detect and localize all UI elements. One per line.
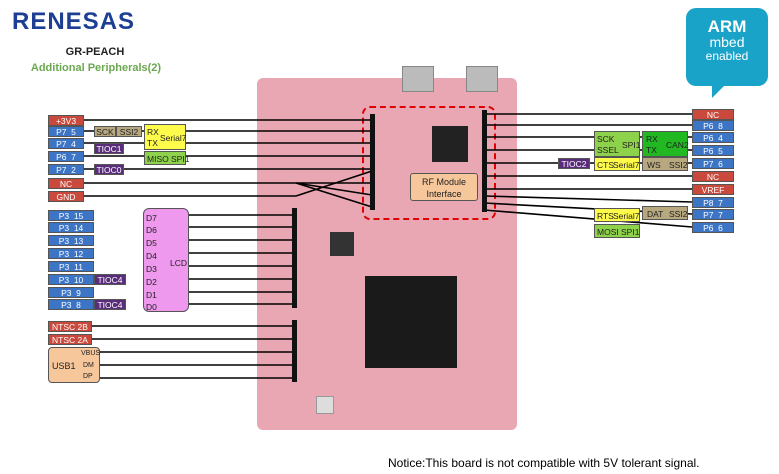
pin-label: NTSC 2B [48,321,92,332]
func-label: MOSI [597,227,619,237]
func-label: TX [646,145,657,155]
pin-label: P6_8 [692,120,734,131]
reset-button-icon [316,396,334,414]
func-label: TX [147,138,158,148]
pin-label: NTSC 2A [48,334,92,345]
pin-label: P6_4 [692,132,734,143]
lcd-data-label: D4 [146,251,157,261]
func-label: CTS [597,160,614,170]
func-label: TIOC1 [94,143,124,154]
pin-label: P3_15 [48,210,94,221]
chip-icon [330,232,354,256]
pin-label: P7_6 [692,158,734,169]
page-subtitle: Additional Peripherals(2) [30,62,162,74]
ssi2-box-right-2: DAT SSI2 [642,206,688,220]
pin-label: P3_13 [48,235,94,246]
can2-box: RX TX CAN2 [642,131,689,157]
lcd-data-label: D5 [146,238,157,248]
badge-tail [712,84,726,98]
func-label: RX [147,127,159,137]
pin-label: NC [692,109,734,120]
func-label: SSI2 [116,126,142,137]
ssi2-box-right: WS SSI2 [642,157,688,171]
lcd-data-label: D0 [146,302,157,312]
pin-label: P6_7 [48,151,84,162]
pin-label: P7_7 [692,209,734,220]
func-label: DAT [647,209,664,219]
board-title: GR-PEACH [65,46,125,58]
func-label: SSEL [597,145,619,155]
renesas-logo: RENESAS [12,8,136,35]
usb-pin-label: VBUS [81,350,101,357]
func-label: Serial7 [160,133,187,143]
lcd-data-label: D7 [146,213,157,223]
func-label: SPI1 [622,140,641,150]
pin-label: P3_8 [48,299,94,310]
serial7-box: RX TX Serial7 [144,124,186,150]
badge-line-1: ARM [707,17,747,36]
pin-label: P3_12 [48,248,94,259]
main-processor-chip-icon [365,276,457,368]
func-label: RTS [597,211,614,221]
pin-label: NC [48,178,84,189]
pin-label: P7_4 [48,138,84,149]
func-label: SPI1 [171,154,190,164]
pin-label: P3_10 [48,274,94,285]
pin-label: P3_9 [48,287,94,298]
func-label: MISO [147,154,169,164]
func-label: Serial7 [613,160,640,170]
lcd-data-label: D1 [146,290,157,300]
pin-label: P8_7 [692,197,734,208]
func-label: TIOC4 [94,274,126,285]
pin-label: P3_11 [48,261,94,272]
pin-label: P3_14 [48,222,94,233]
func-label: TIOC4 [94,299,126,310]
func-label: Serial7 [613,211,640,221]
func-label: SCK [94,126,116,137]
func-label: WS [647,160,661,170]
serial7-box-right: CTS Serial7 [594,157,640,171]
func-label: SSI2 [669,160,688,170]
pin-label: P7_2 [48,164,84,175]
pin-label: P6_5 [692,145,734,156]
board-image [257,78,517,430]
func-label: SCK [597,134,615,144]
func-label: SSI2 [669,209,688,219]
lcd-data-label: D2 [146,277,157,287]
usb-connector-icon [402,66,434,92]
lcd-data-label: D6 [146,225,157,235]
compatibility-notice: Notice:This board is not compatible with… [388,456,700,470]
func-label: RX [646,134,658,144]
rf-module-label: RF Module Interface [410,173,478,201]
usb-pin-label: DP [83,373,93,380]
lcd-box: D7 D6 D5 D4 D3 D2 D1 D0 LCD [143,208,189,312]
pin-label: P7_5 [48,126,84,137]
lcd-data-label: D3 [146,264,157,274]
pin-label: +3V3 [48,115,84,126]
usb1-box: USB1 VBUS DM DP [48,347,100,383]
pin-label: NC [692,171,734,182]
badge-line-2: mbed [709,34,745,50]
usb-pin-label: DM [83,362,94,369]
func-label: SPI1 [621,227,640,237]
usb-label: USB1 [52,361,76,371]
func-label: TIOC2 [558,158,590,169]
spi1-box-right: SCK SSEL SPI1 [594,131,640,157]
func-label: TIOC0 [94,164,124,175]
pin-label: GND [48,191,84,202]
badge-line-3: enabled [705,49,749,63]
func-label: CAN2 [666,140,689,150]
chip-icon [432,126,468,162]
spi1-box: MISO SPI1 [144,151,190,165]
arm-mbed-badge: ARM mbed enabled [686,8,768,86]
pin-label: P6_6 [692,222,734,233]
serial7-box-right-2: RTS Serial7 [594,208,640,222]
pin-label: VREF [692,184,734,195]
lcd-label: LCD [170,258,188,268]
usb-connector-icon [466,66,498,92]
spi1-box-right-2: MOSI SPI1 [594,224,640,238]
